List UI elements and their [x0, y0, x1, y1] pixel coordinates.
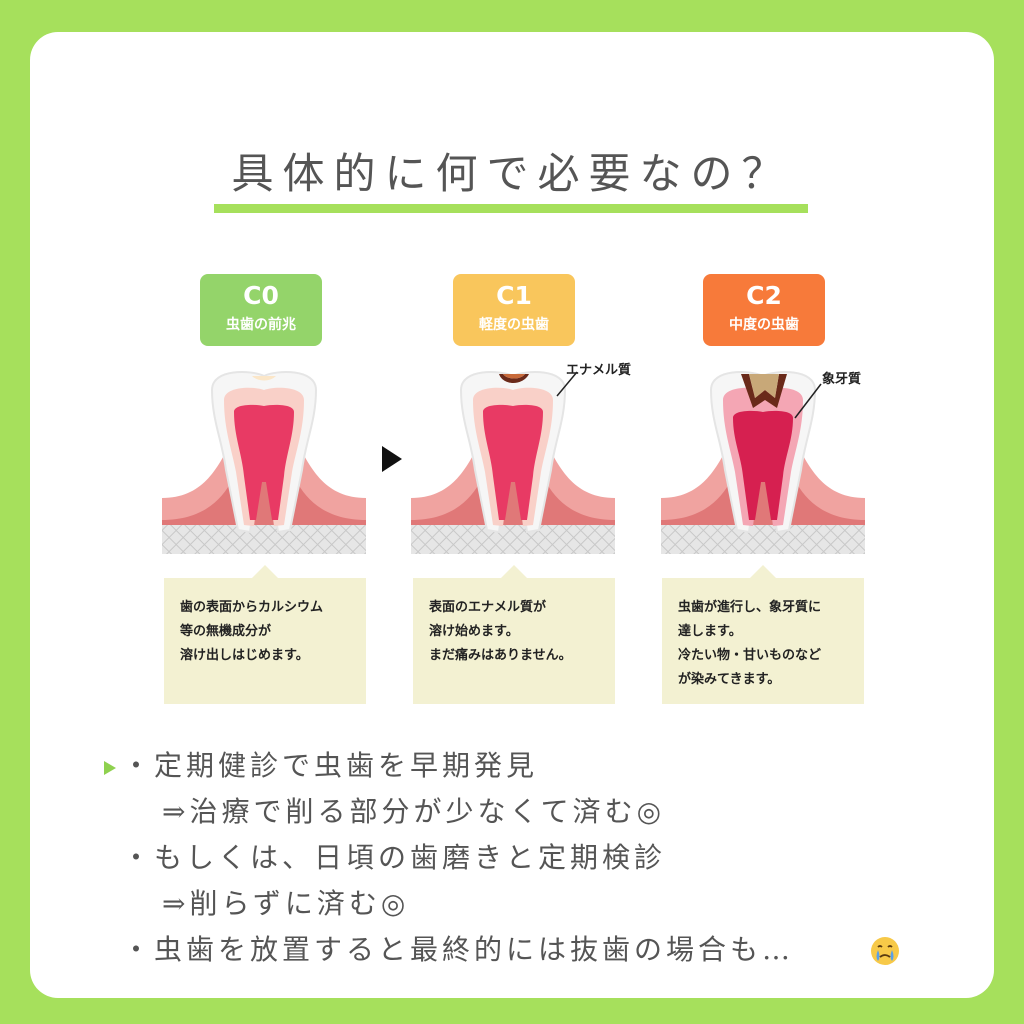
description-line: が染みてきます。 [678, 672, 781, 687]
crying-face-icon [871, 937, 899, 965]
bullet-line: ⇒治療で削る部分が少なくて済む◎ [162, 795, 666, 828]
stage-badge-c0: C0 虫歯の前兆 [200, 274, 322, 346]
stage-code: C2 [746, 281, 782, 310]
stage-badge-c1: C1 軽度の虫歯 [453, 274, 575, 346]
page-title: 具体的に何で必要なの？ [231, 149, 793, 198]
description-line: 冷たい物・甘いものなど [678, 648, 822, 663]
bullet-arrow-icon [104, 761, 116, 775]
tooth-c2-illustration [661, 371, 865, 554]
tooth-c1-illustration [411, 371, 615, 554]
stage-name: 中度の虫歯 [729, 317, 799, 333]
description-line: 達します。 [678, 624, 742, 639]
bullet-line: ⇒削らずに済む◎ [162, 887, 410, 920]
description-line: 虫歯が進行し、象牙質に [678, 600, 822, 615]
stage-c2-description: 虫歯が進行し、象牙質に 達します。 冷たい物・甘いものなど が染みてきます。 [662, 565, 864, 704]
bullet-line: ・定期健診で虫歯を早期発見 [122, 749, 539, 782]
stage-name: 軽度の虫歯 [479, 317, 549, 333]
stage-badge-c2: C2 中度の虫歯 [703, 274, 825, 346]
dentin-callout: 象牙質 [822, 372, 862, 387]
bullet-line: ・もしくは、日頃の歯磨きと定期検診 [122, 841, 667, 874]
stage-c0-description: 歯の表面からカルシウム 等の無機成分が 溶け出しはじめます。 [164, 565, 366, 704]
stage-code: C1 [496, 281, 532, 310]
stage-code: C0 [243, 281, 279, 310]
description-line: 等の無機成分が [180, 624, 272, 639]
description-line: 表面のエナメル質が [429, 600, 547, 615]
description-line: まだ痛みはありません。 [429, 648, 572, 663]
stage-c1-description: 表面のエナメル質が 溶け始めます。 まだ痛みはありません。 [413, 565, 615, 704]
description-line: 溶け出しはじめます。 [180, 648, 309, 663]
title-underline [214, 204, 808, 213]
enamel-callout: エナメル質 [566, 363, 632, 378]
tooth-c0-illustration [162, 371, 366, 554]
description-line: 溶け始めます。 [429, 624, 519, 639]
play-arrow-icon [382, 446, 402, 472]
bullet-line: ・虫歯を放置すると最終的には抜歯の場合も… [122, 933, 795, 966]
stage-name: 虫歯の前兆 [226, 317, 296, 333]
description-line: 歯の表面からカルシウム [180, 600, 324, 615]
